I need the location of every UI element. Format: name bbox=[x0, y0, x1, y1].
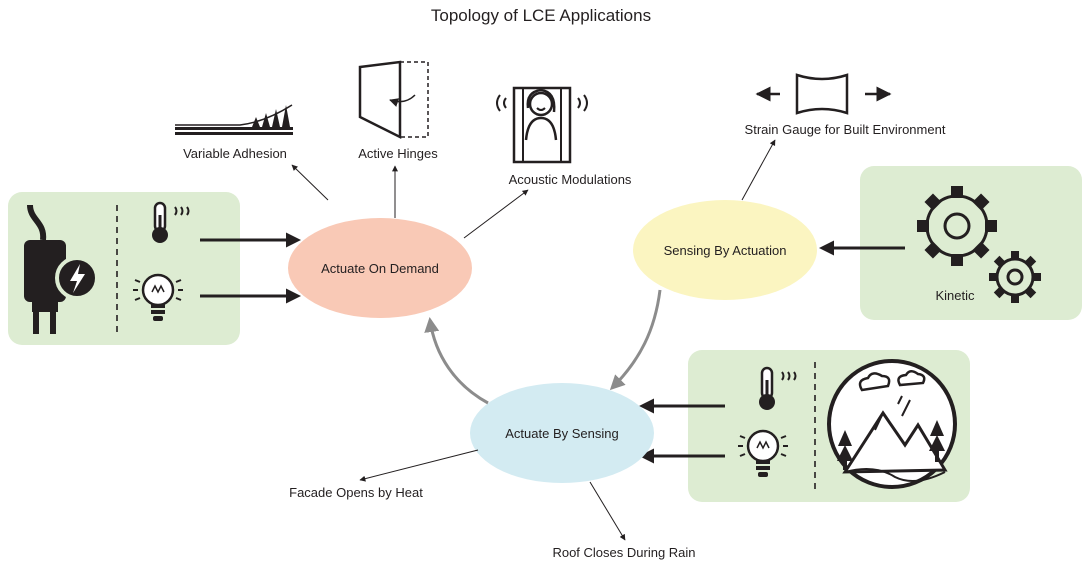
pointer-to-acoustic-modulations bbox=[463, 189, 529, 239]
actuate-by-sensing-label: Actuate By Sensing bbox=[505, 426, 618, 441]
actuate-on-demand-node bbox=[288, 218, 472, 318]
strain-gauge-label: Strain Gauge for Built Environment bbox=[745, 122, 946, 137]
facade-opens-label: Facade Opens by Heat bbox=[289, 485, 423, 500]
kinetic-label: Kinetic bbox=[935, 288, 975, 303]
pointer-to-roof-closes bbox=[589, 481, 626, 541]
pointer-to-strain-gauge bbox=[741, 139, 776, 201]
sensing-by-actuation-node bbox=[633, 200, 817, 300]
cycle-arrow-sensing-to-demand bbox=[424, 317, 489, 405]
thermometer-icon bbox=[152, 201, 190, 243]
diagram-title: Topology of LCE Applications bbox=[430, 6, 652, 25]
acoustic-modulations-label: Acoustic Modulations bbox=[509, 172, 632, 187]
landscape-icon bbox=[827, 359, 957, 489]
actuate-by-sensing-node bbox=[470, 383, 654, 483]
active-hinges-label: Active Hinges bbox=[358, 146, 438, 161]
strain-gauge-icon bbox=[755, 73, 892, 115]
actuate-on-demand-label: Actuate On Demand bbox=[321, 261, 439, 276]
active-hinges-icon bbox=[358, 60, 429, 140]
variable-adhesion-label: Variable Adhesion bbox=[183, 146, 287, 161]
electric-plug-icon bbox=[24, 204, 99, 334]
pointer-to-variable-adhesion bbox=[291, 164, 329, 201]
acoustic-modulations-icon bbox=[496, 86, 588, 164]
variable-adhesion-icon bbox=[175, 104, 293, 135]
thermometer-icon bbox=[759, 366, 797, 410]
roof-closes-label: Roof Closes During Rain bbox=[552, 545, 695, 560]
pointer-to-facade-opens bbox=[359, 449, 479, 482]
cycle-arrow-actuation-to-sensing bbox=[609, 289, 662, 391]
light-bulb-icon bbox=[133, 273, 183, 321]
sensing-by-actuation-label: Sensing By Actuation bbox=[664, 243, 787, 258]
light-bulb-icon bbox=[738, 429, 788, 477]
left-input-panel bbox=[8, 192, 240, 345]
small-gear-icon bbox=[989, 251, 1041, 303]
